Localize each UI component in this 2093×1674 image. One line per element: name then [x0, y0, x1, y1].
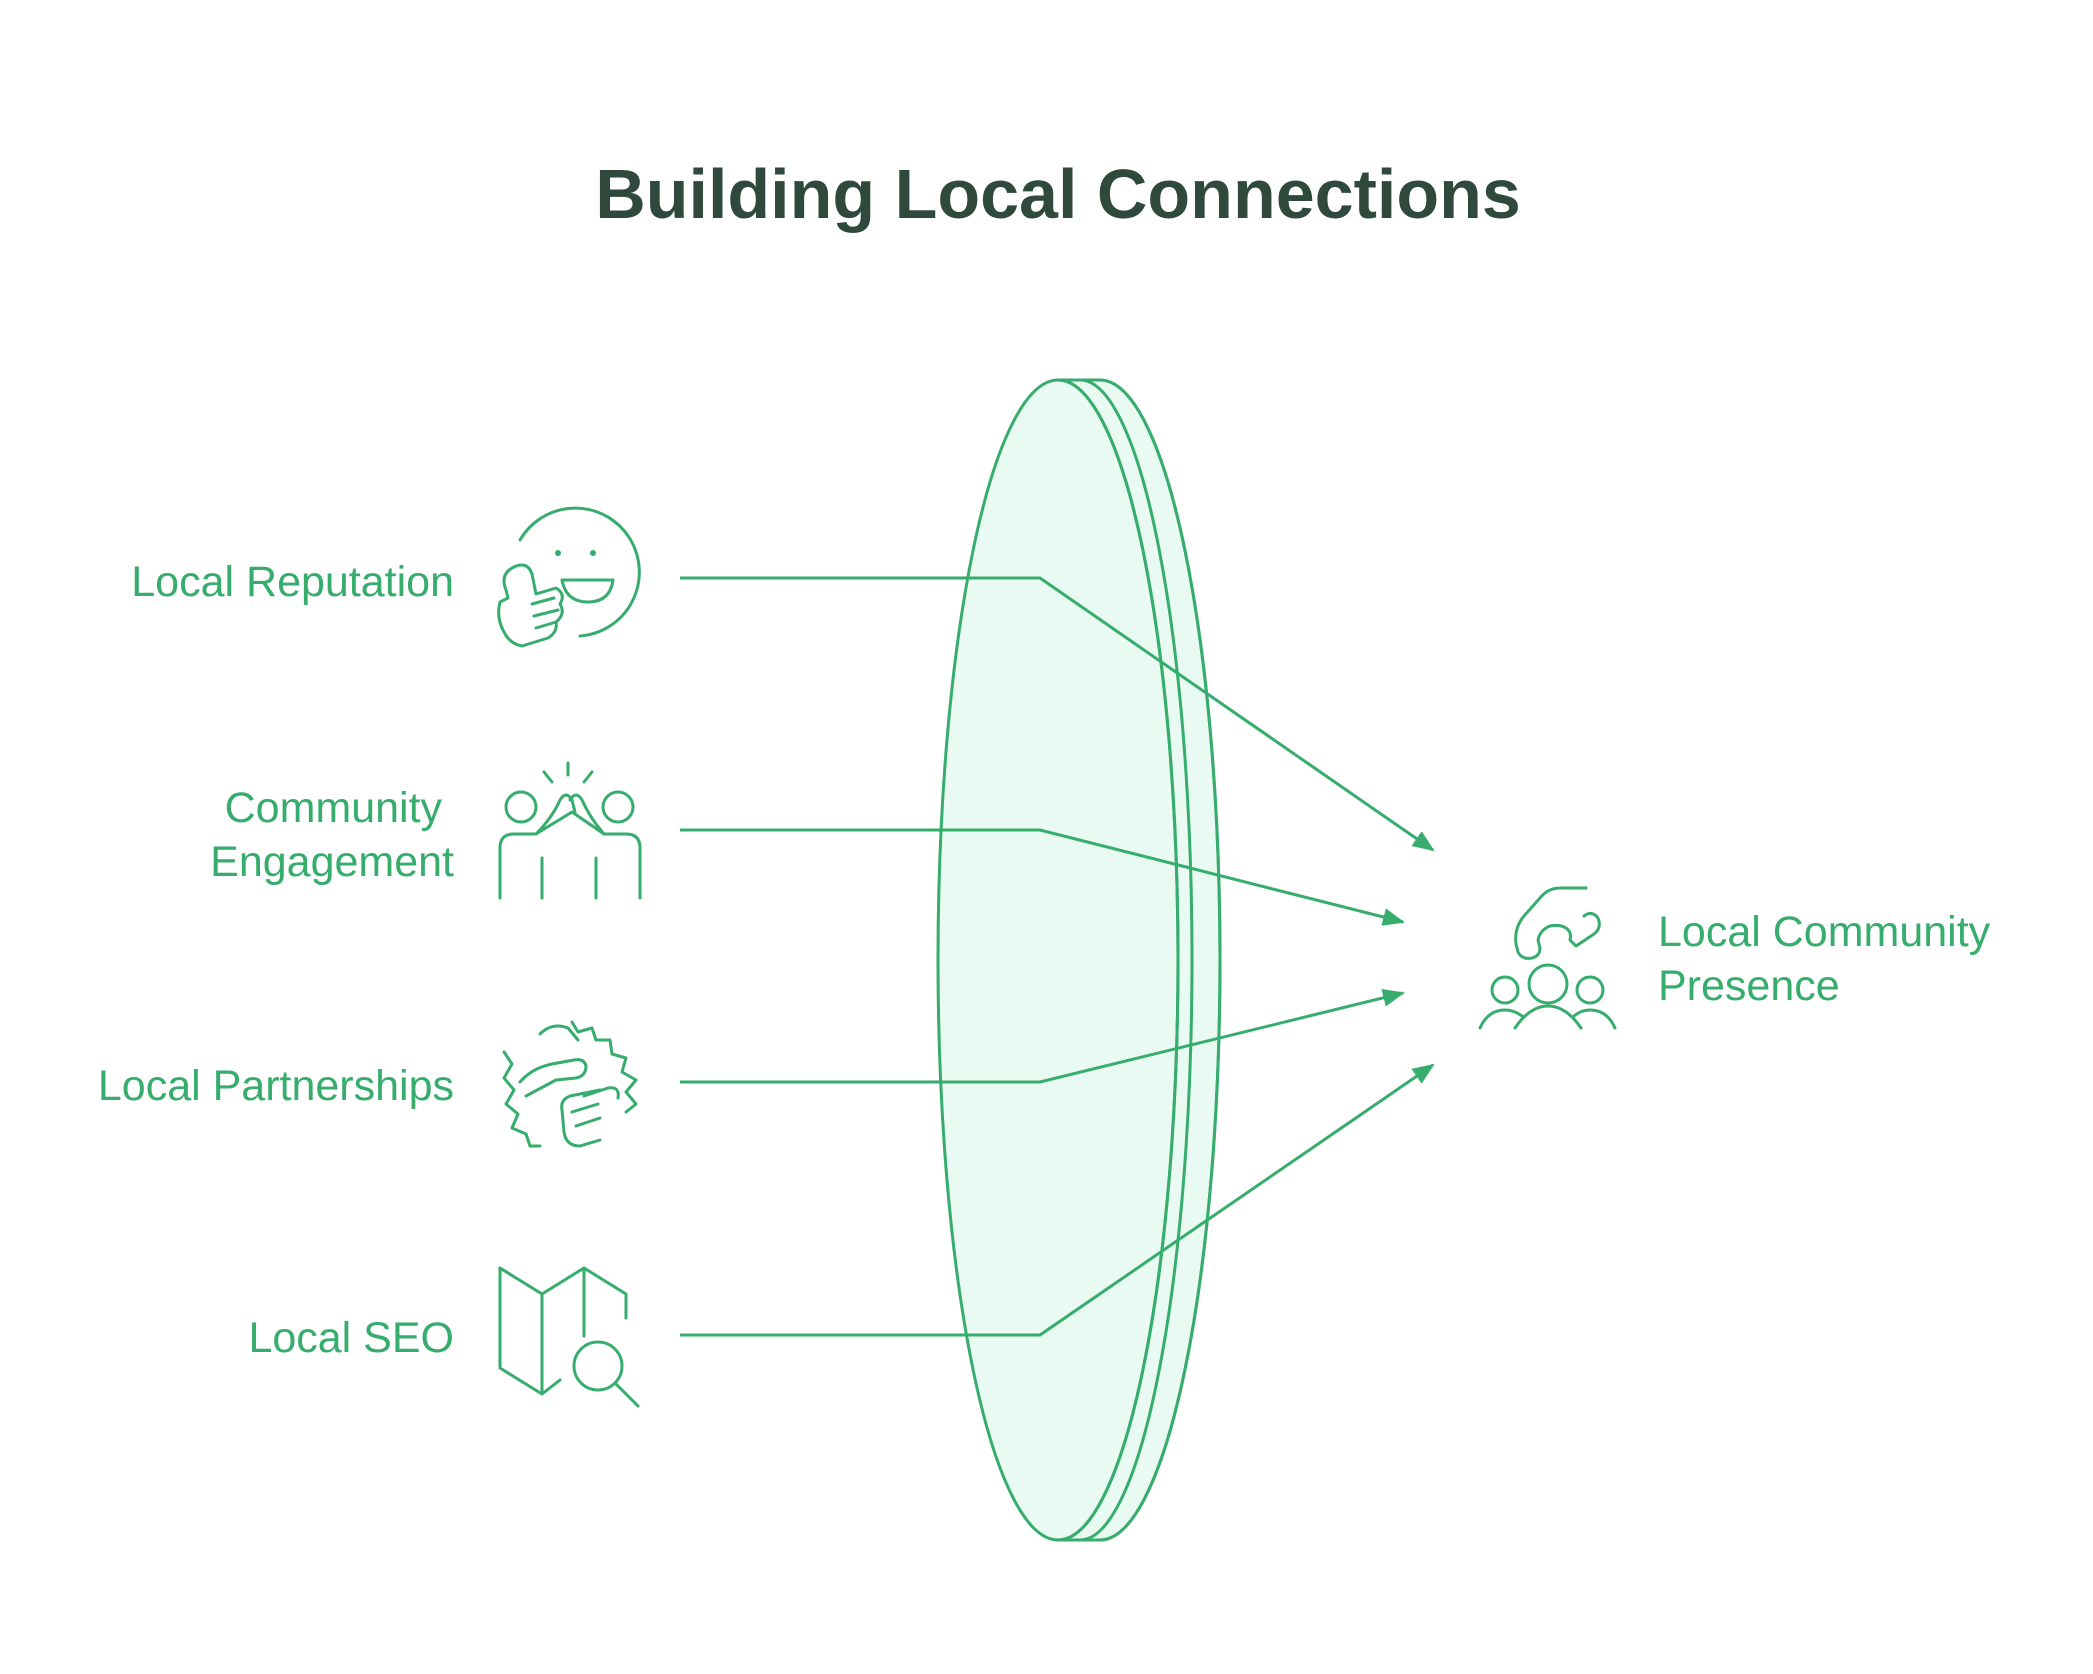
connector-local-reputation: [680, 576, 1435, 852]
community-group-icon: [1478, 886, 1617, 1030]
label-line: Presence: [1658, 962, 1840, 1010]
connector-local-seo: [680, 1063, 1435, 1337]
diagram-title: Building Local Connections: [595, 155, 1521, 233]
label-community-engagement: Community Engagement: [210, 784, 454, 886]
label-local-seo: Local SEO: [248, 1314, 454, 1362]
label-line: Engagement: [210, 838, 454, 886]
label-line: Local SEO: [248, 1314, 454, 1362]
label-local-reputation: Local Reputation: [131, 558, 454, 606]
label-line: Local Reputation: [131, 558, 454, 606]
output-local-community-presence: Local Community Presence: [1478, 886, 2002, 1030]
input-local-reputation: Local Reputation: [131, 506, 641, 648]
input-local-seo: Local SEO: [248, 1266, 640, 1408]
connector-community-engagement: [680, 828, 1405, 926]
map-search-icon: [498, 1266, 640, 1408]
input-local-partnerships: Local Partnerships: [98, 1020, 638, 1148]
connectors: [680, 576, 1435, 1337]
label-line: Community: [225, 784, 443, 832]
label-line: Local Community: [1658, 908, 1991, 956]
label-local-community-presence: Local Community Presence: [1658, 908, 2002, 1010]
label-line: Local Partnerships: [98, 1062, 454, 1110]
handshake-icon: [502, 1020, 638, 1148]
input-community-engagement: Community Engagement: [210, 761, 642, 900]
label-local-partnerships: Local Partnerships: [98, 1062, 454, 1110]
thumbs-up-smiley-icon: [497, 506, 641, 648]
connector-local-partnerships: [680, 989, 1405, 1084]
high-five-icon: [498, 761, 642, 900]
lens-disc: [936, 378, 1222, 1542]
